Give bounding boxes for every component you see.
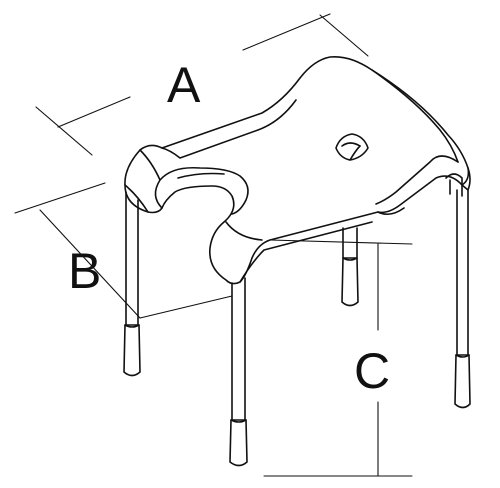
dim-a-line-left (57, 96, 131, 128)
seat-top (124, 55, 470, 285)
dim-c-tick-top (269, 239, 413, 245)
seat (124, 55, 471, 285)
dimension-b: B (14, 182, 233, 319)
dim-b-tick-top (14, 182, 106, 214)
dim-a-line-right (242, 13, 331, 51)
dimension-c: C (263, 239, 413, 477)
dim-b-line (39, 209, 141, 319)
dim-a-tick-right (319, 14, 369, 57)
handle-knob (335, 133, 369, 161)
back-left-leg (341, 227, 359, 307)
dim-a-label: A (167, 57, 201, 113)
front-left-leg (123, 191, 141, 377)
dim-b-label: B (68, 243, 101, 299)
dimension-a: A (35, 13, 369, 156)
dim-b-tick-bottom (139, 295, 233, 319)
seat-opening (154, 166, 249, 215)
dim-c-label: C (354, 343, 390, 399)
front-right-leg (229, 277, 248, 467)
dim-a-tick-left (35, 106, 93, 156)
back-right-leg (454, 189, 471, 409)
